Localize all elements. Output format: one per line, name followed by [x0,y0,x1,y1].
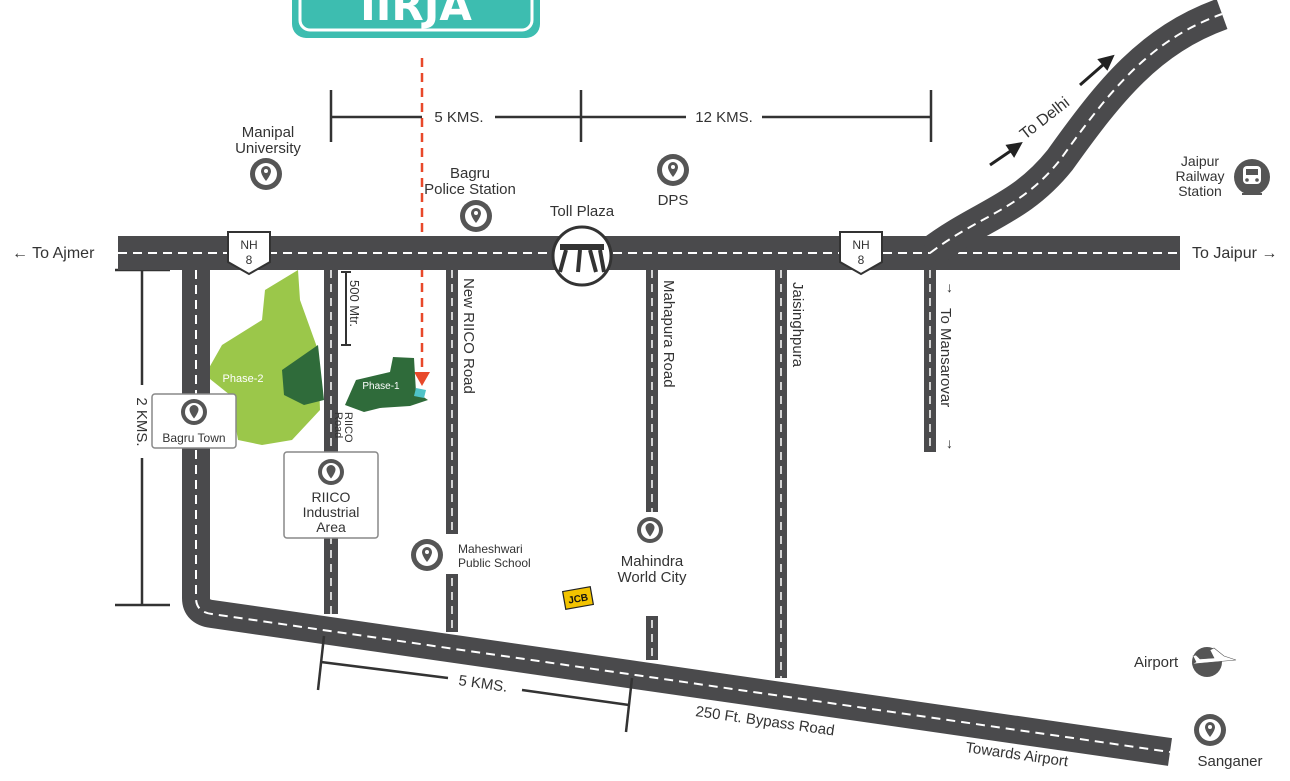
pin-sanganer-icon [1194,714,1226,746]
direction-mansarovar: To Mansarovar [937,308,954,407]
label-riico-road-1: RIICO [342,412,354,443]
railway-station-icon [1234,159,1270,195]
nh8-shield-left: NH 8 [227,231,271,276]
500m-scale [341,271,351,346]
airport-icon [1191,647,1237,677]
pin-bagru-police-icon [460,200,492,232]
bypass-road-lane [195,270,1171,753]
label-bagru-ps-1: Bagru [450,165,490,182]
label-mahapura-road: Mahapura Road [660,280,677,388]
pin-maheshwari-icon [411,539,443,571]
direction-jaipur: To Jaipur → [1192,245,1277,262]
label-mahindra-2: World City [618,569,687,586]
label-railway-3: Station [1178,183,1222,199]
roads [118,0,1228,766]
label-airport: Airport [1134,654,1179,671]
toll-plaza-icon [551,225,613,287]
label-maheshwari-2: Public School [458,556,531,570]
phase-1-marker [414,388,426,398]
label-riico-ind-1: RIICO [312,489,351,505]
label-railway-1: Jaipur [1181,153,1219,169]
jcb-logo-text: JCB [567,592,589,606]
label-maheshwari-1: Maheshwari [458,542,523,556]
label-riico-ind-2: Industrial [303,504,360,520]
mansarovar-arrow-top-icon: ↓ [946,279,953,295]
pin-manipal-icon [250,158,282,190]
new-riico-road [446,270,458,632]
label-bagru-ps-2: Police Station [424,181,516,198]
top-distance-scale [329,90,933,142]
bottom-distance-scale [316,635,634,733]
label-sanganer: Sanganer [1197,753,1262,770]
distance-label-500mtr: 500 Mtr. [347,280,362,327]
distance-label-2kms: 2 KMS. [133,397,150,446]
nh8-shield-left-num: 8 [246,253,253,267]
pin-dps-icon [657,154,689,186]
distance-label-5kms-bottom: 5 KMS. [457,672,508,696]
project-location-arrow [414,372,430,386]
label-bagru-town: Bagru Town [162,431,225,445]
brand-logo-border [298,0,534,32]
riico-industrial-box: RIICO Industrial Area [283,451,379,539]
nh8-shield-right: NH 8 [839,231,883,276]
pin-bagru-town-icon [189,405,199,419]
brand-logo-tab [292,0,540,38]
delhi-road-lane [929,13,1223,254]
jcb-logo: JCB [561,586,595,610]
label-riico-ind-3: Area [316,519,346,535]
brand-logo-text: IIRJA [360,0,472,30]
pin-mahindra-icon [637,517,663,543]
distance-label-5kms-top: 5 KMS. [434,109,483,126]
bagru-town-box: Bagru Town [151,393,237,449]
label-jaisinghpura: Jaisinghpura [789,282,806,368]
label-riico-road-2: Road [332,412,344,438]
phase-2-dark-area [282,345,324,405]
nh8-shield-left-top: NH [240,238,257,252]
direction-ajmer: ← To Ajmer [12,245,95,262]
pin-riico-industrial-icon [326,465,336,479]
phase-2-label: Phase-2 [223,373,264,385]
nh8-shield-right-top: NH [852,238,869,252]
label-dps: DPS [658,192,689,209]
label-new-riico-road: New RIICO Road [460,278,477,394]
label-mahindra-1: Mahindra [621,553,684,570]
phase-1-area [345,357,428,412]
label-manipal-1: Manipal [242,124,295,141]
label-railway-2: Railway [1175,168,1224,184]
label-manipal-2: University [235,140,301,157]
phase-1-label: Phase-1 [362,381,400,392]
delhi-arrows [989,54,1115,167]
delhi-road [920,0,1228,266]
toll-plaza-label: Toll Plaza [550,203,615,220]
mansarovar-arrow-bottom-icon: ↓ [946,435,953,451]
brand-logo: IIRJA [292,0,540,38]
nh8-shield-right-num: 8 [858,253,865,267]
distance-label-12kms: 12 KMS. [695,109,753,126]
